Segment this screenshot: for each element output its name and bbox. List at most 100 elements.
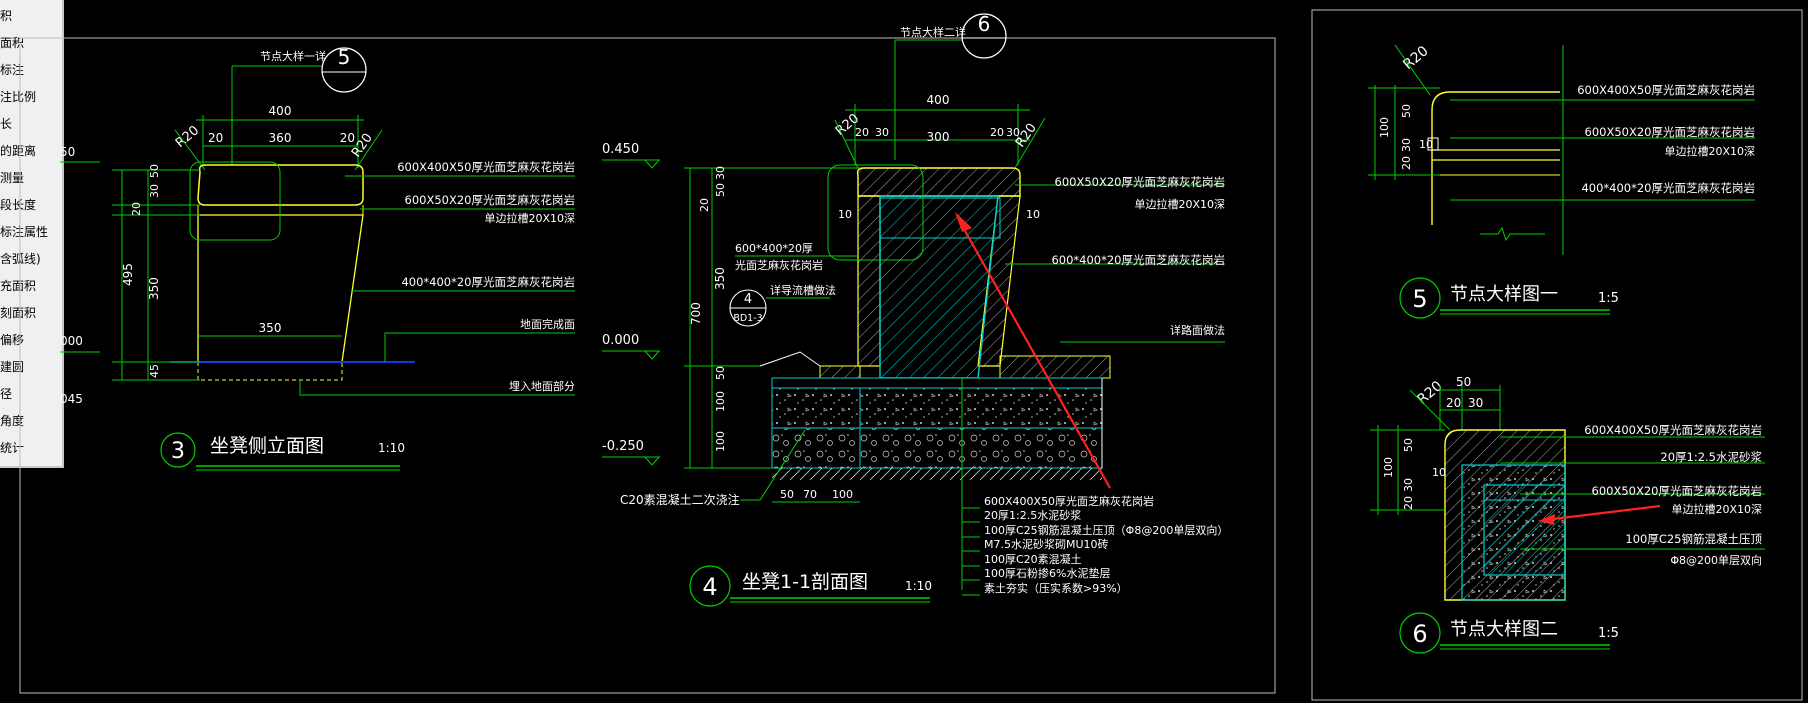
vdim-30: 30: [714, 166, 727, 180]
scale-4: 1:10: [905, 579, 932, 593]
d6-callout-concrete: 100厚C25钢筋混凝土压顶: [1625, 532, 1762, 546]
callout-finished-ground: 地面完成面: [520, 317, 575, 331]
callout-side-panel: 400*400*20厚光面芝麻灰花岗岩: [401, 275, 575, 289]
callout-panel-b: 光面芝麻灰花岗岩: [735, 258, 823, 272]
dim-50: 50: [148, 164, 161, 178]
vdim-20: 20: [698, 198, 711, 212]
menu-item-distance[interactable]: 的距离: [0, 144, 37, 158]
section-left-wall: [857, 195, 881, 367]
d5-callout-strip: 600X50X20厚光面芝麻灰花岗岩: [1585, 125, 1755, 139]
dim-45: 45: [148, 364, 161, 378]
menu-item-offset[interactable]: 偏移: [0, 333, 25, 347]
dim-300: 300: [927, 130, 950, 144]
scale-6: 1:5: [1598, 626, 1619, 641]
section-detail-highlight: [827, 164, 924, 261]
dim-base-350: 350: [259, 321, 282, 335]
menu-item-area[interactable]: 积: [0, 9, 13, 23]
d6-dim-50v: 50: [1402, 438, 1415, 452]
d6-dim-30: 30: [1468, 396, 1483, 410]
title-number-3: 3: [171, 439, 185, 464]
seat-top-slab: [197, 164, 364, 206]
d6-dim-20: 20: [1446, 396, 1461, 410]
detail-ref-number: 5: [338, 45, 351, 69]
hdim-100: 100: [832, 488, 853, 501]
d6-callout-groove: 单边拉槽20X10深: [1671, 502, 1762, 516]
d6-dim-20v: 20: [1402, 496, 1415, 510]
radius-6: R20: [1414, 378, 1445, 408]
d5-callout-top: 600X400X50厚光面芝麻灰花岗岩: [1577, 83, 1755, 97]
d6-callout-rebar: Φ8@200单层双向: [1670, 553, 1762, 567]
menu-item-cut-area[interactable]: 刻面积: [0, 306, 37, 320]
d6-dim-100: 100: [1382, 457, 1395, 478]
layer-4: M7.5水泥砂浆砌MU10砖: [984, 537, 1109, 551]
title-side-elevation: 坐凳侧立面图: [210, 435, 324, 457]
title-number-5: 5: [1412, 285, 1427, 313]
dim-20-r: 20: [990, 126, 1004, 139]
dim-20-left: 20: [208, 131, 223, 145]
menu-item-angle[interactable]: 角度: [0, 414, 25, 428]
dim-20: 20: [130, 202, 143, 216]
level-0000: 0.000: [602, 333, 639, 348]
d5-dim-10: 10: [1419, 138, 1433, 151]
detail-ref-label-6: 节点大样二详: [900, 25, 966, 39]
layer-5: 100厚C20素混凝土: [984, 552, 1082, 566]
title-number-6: 6: [1412, 620, 1427, 648]
d6-callout-strip: 600X50X20厚光面芝麻灰花岗岩: [1592, 484, 1762, 498]
callout-road: 详路面做法: [1170, 323, 1225, 337]
d5-dim-50: 50: [1400, 104, 1413, 118]
menu-item-annotation-properties[interactable]: 标注属性: [0, 225, 49, 239]
dim-30-l: 30: [875, 126, 889, 139]
vdim-700: 700: [689, 302, 703, 325]
layer-1: 600X400X50厚光面芝麻灰花岗岩: [984, 494, 1154, 508]
callout-buried-part: 埋入地面部分: [509, 379, 575, 393]
level-0450: 0.450: [602, 142, 639, 157]
dim-495: 495: [121, 263, 135, 286]
menu-item-diameter[interactable]: 径: [0, 387, 13, 401]
callout-groove-r: 单边拉槽20X10深: [1134, 197, 1225, 211]
level-000: 000: [60, 334, 83, 348]
dim-30: 30: [148, 184, 161, 198]
layer-7: 素土夯实（压实系数>93%）: [984, 581, 1128, 595]
d5-callout-groove: 单边拉槽20X10深: [1664, 144, 1755, 158]
soil-layer: [772, 468, 1102, 480]
red-annotation-arrow-2: [1544, 504, 1661, 522]
vdim-350: 350: [713, 267, 727, 290]
seat-body: [197, 214, 364, 363]
vdim-50: 50: [714, 366, 727, 380]
vdim-50-top: 50: [714, 183, 727, 197]
detail-ref-number-6: 6: [978, 12, 991, 36]
callout-strip-r: 600X50X20厚光面芝麻灰花岗岩: [1055, 175, 1225, 189]
vdim-100-a: 100: [714, 391, 727, 412]
d5-dim-20: 20: [1400, 156, 1413, 170]
title-section: 坐凳1-1剖面图: [742, 571, 868, 593]
d6-dim-30v: 30: [1402, 478, 1415, 492]
level-50: 50: [60, 145, 75, 159]
drawing-3-side-elevation: 5 节点大样一详 400 360 20 20 R20 R20 50: [60, 45, 575, 471]
menu-item-statistics[interactable]: 统计: [0, 441, 25, 455]
layer-6: 100厚石粉掺6%水泥垫层: [984, 566, 1110, 580]
menu-item-segment-length[interactable]: 段长度: [0, 198, 37, 212]
dim-400: 400: [927, 93, 950, 107]
callout-strip: 600X50X20厚光面芝麻灰花岗岩: [405, 193, 575, 207]
menu-item-annotate[interactable]: 标注: [0, 63, 25, 77]
hdim-50: 50: [780, 488, 794, 501]
dim-350-vertical: 350: [147, 277, 161, 300]
menu-item-annotation-scale[interactable]: 注比例: [0, 90, 37, 104]
d6-callout-top: 600X400X50厚光面芝麻灰花岗岩: [1584, 423, 1762, 437]
menu-item-fill-area[interactable]: 充面积: [0, 279, 37, 293]
section-top-slab: [856, 167, 1021, 197]
menu-item-measure[interactable]: 测量: [0, 171, 25, 185]
detail-highlight: [189, 161, 281, 241]
radius-5: R20: [1400, 43, 1431, 73]
context-menu[interactable]: 积 面积 标注 注比例 长 的距离 测量 段长度 标注属性 含弧线) 充面积 刻…: [0, 0, 64, 468]
vdim-100-b: 100: [714, 431, 727, 452]
menu-item-face-area[interactable]: 面积: [0, 36, 25, 50]
ref-sheet: BD1-3: [733, 313, 762, 324]
scale-5: 1:5: [1598, 291, 1619, 306]
d6-dim-50: 50: [1456, 375, 1471, 389]
detail2-strip: [1483, 484, 1566, 576]
menu-item-length[interactable]: 长: [0, 117, 13, 131]
menu-item-build-circle[interactable]: 建圆: [0, 360, 25, 374]
gravel-layer: [771, 427, 1103, 469]
